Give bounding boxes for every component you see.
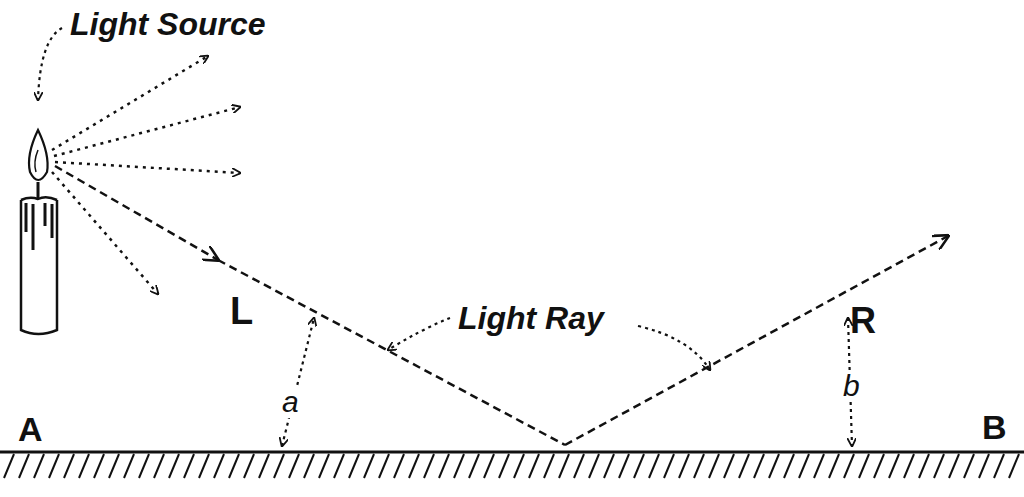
mirror-surface: [0, 452, 1024, 478]
text-label: B: [982, 410, 1007, 444]
text-label: R: [850, 303, 876, 339]
text-label: a: [279, 386, 302, 418]
text-label: Light Ray: [458, 302, 604, 334]
surface-hatching: [4, 454, 1019, 478]
reflected-ray: [55, 166, 948, 445]
text-label: L: [230, 292, 253, 330]
leader-lines: [38, 28, 710, 370]
text-label: A: [18, 412, 43, 446]
text-label: Light Source: [70, 8, 266, 40]
candle: [21, 130, 57, 334]
light-rays: [52, 56, 240, 294]
text-label: b: [840, 370, 863, 402]
distance-arrows: [282, 318, 852, 446]
